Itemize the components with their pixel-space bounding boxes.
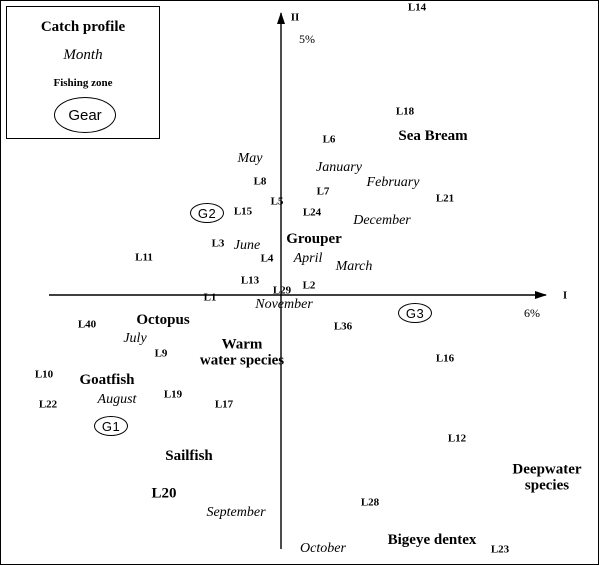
legend-month: Month — [63, 47, 103, 63]
zone-l4: L4 — [260, 252, 274, 265]
zone-l20: L20 — [151, 485, 177, 502]
axis-i-percent: 6% — [524, 306, 540, 320]
zone-l29: L29 — [272, 284, 292, 297]
zone-l3: L3 — [211, 237, 225, 250]
zone-l1: L1 — [203, 291, 217, 304]
zone-l40: L40 — [77, 318, 97, 331]
zone-l16: L16 — [435, 352, 455, 365]
zone-l22: L22 — [38, 398, 58, 411]
month-april: April — [293, 251, 323, 266]
gear-g3: G3 — [398, 303, 432, 323]
profile-grouper: Grouper — [286, 231, 342, 248]
zone-l9: L9 — [154, 347, 168, 360]
profile-octopus: Octopus — [136, 312, 190, 329]
zone-l2: L2 — [302, 279, 316, 292]
axis-i-label: I — [562, 289, 568, 302]
month-march: March — [335, 259, 373, 274]
month-july: July — [123, 331, 147, 346]
zone-l28: L28 — [360, 496, 380, 509]
legend-fishing-zone: Fishing zone — [53, 77, 113, 89]
zone-l24: L24 — [302, 206, 322, 219]
profile-deepwater-species: Deepwater species — [512, 461, 582, 493]
month-january: January — [316, 160, 362, 175]
zone-l36: L36 — [333, 320, 353, 333]
zone-l14: L14 — [407, 1, 427, 14]
month-august: August — [97, 392, 137, 407]
zone-l8: L8 — [253, 175, 267, 188]
gear-g2: G2 — [190, 203, 224, 223]
zone-l11: L11 — [135, 251, 153, 264]
month-october: October — [300, 541, 346, 556]
profile-sea-bream: Sea Bream — [398, 128, 468, 145]
profile-bigeye-dentex: Bigeye dentex — [387, 532, 477, 549]
zone-l7: L7 — [316, 185, 330, 198]
month-may: May — [237, 151, 263, 166]
profile-warm-water-species: Warm water species — [199, 336, 285, 368]
legend: Catch profile Month Fishing zone Gear — [6, 6, 160, 139]
profile-goatfish: Goatfish — [79, 372, 135, 389]
month-june: June — [233, 238, 261, 253]
zone-l23: L23 — [490, 543, 510, 556]
axis-ii-label: II — [290, 11, 300, 24]
month-november: November — [255, 297, 313, 312]
zone-l17: L17 — [214, 398, 234, 411]
zone-l5: L5 — [270, 195, 284, 208]
month-december: December — [353, 213, 411, 228]
zone-l6: L6 — [322, 133, 336, 146]
month-september: September — [206, 505, 266, 520]
month-february: February — [366, 175, 420, 190]
zone-l15: L15 — [233, 205, 253, 218]
zone-l12: L12 — [447, 432, 467, 445]
axis-ii-percent: 5% — [299, 32, 315, 46]
legend-catch-profile: Catch profile — [40, 19, 126, 35]
zone-l18: L18 — [395, 105, 415, 118]
gear-g1: G1 — [94, 416, 128, 436]
zone-l19: L19 — [163, 388, 183, 401]
profile-sailfish: Sailfish — [165, 448, 213, 465]
legend-gear: Gear — [54, 97, 116, 133]
zone-l10: L10 — [34, 368, 54, 381]
zone-l13: L13 — [240, 274, 260, 287]
zone-l21: L21 — [435, 192, 455, 205]
